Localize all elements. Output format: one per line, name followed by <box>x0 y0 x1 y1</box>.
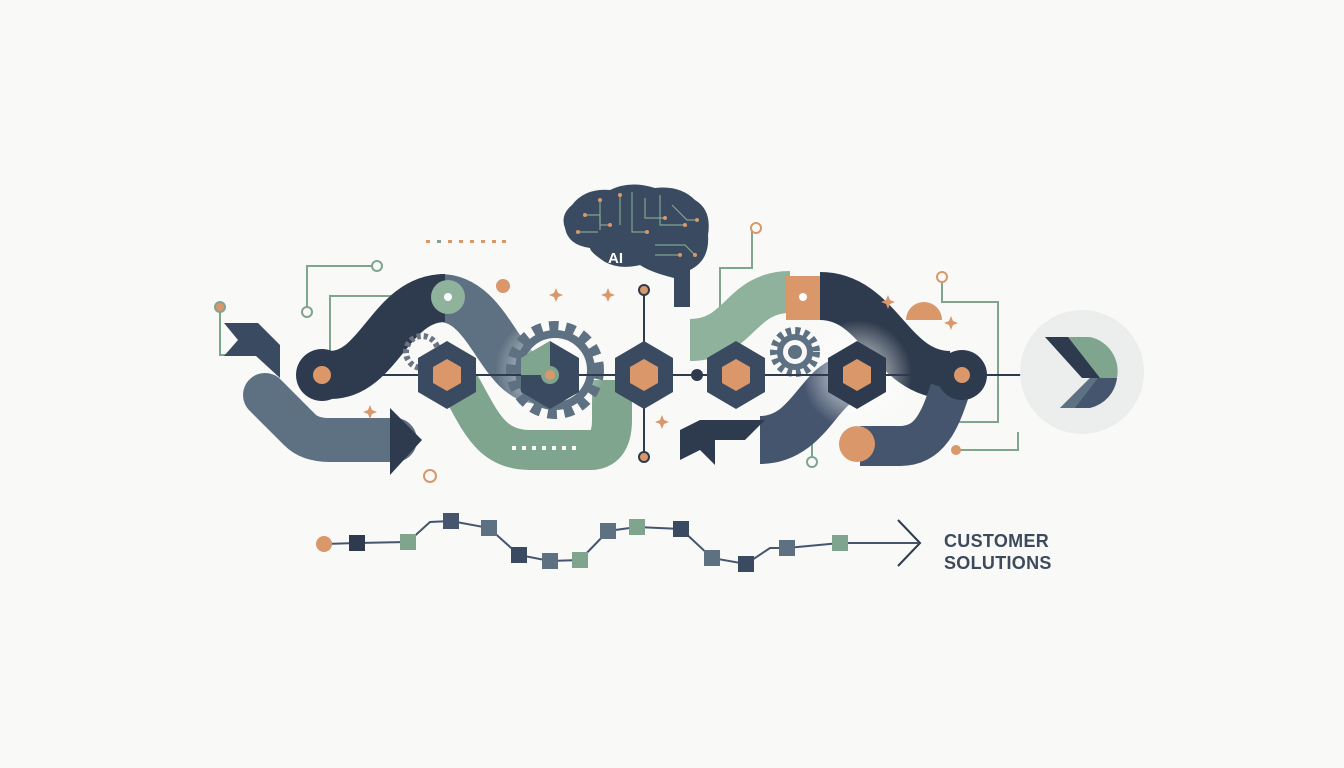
timeline-step <box>349 535 365 551</box>
flow-band-lower <box>243 373 417 462</box>
timeline-start <box>316 536 332 552</box>
circuit-node <box>301 306 313 318</box>
hexagon-node <box>418 341 476 409</box>
timeline-step <box>673 521 689 537</box>
ring-decoration <box>423 469 437 483</box>
timeline-step <box>481 520 497 536</box>
dotted-line <box>512 446 576 450</box>
arrow-head-icon <box>897 519 922 567</box>
timeline-step <box>542 553 558 569</box>
circuit-node <box>936 271 948 283</box>
timeline-step <box>443 513 459 529</box>
timeline-step <box>738 556 754 572</box>
circuit-node <box>750 222 762 234</box>
hexagon-node <box>521 341 579 409</box>
half-disc <box>906 302 942 320</box>
brain-ai-icon: AI <box>563 184 709 307</box>
timeline-path <box>323 519 918 566</box>
flow-band-green-right <box>688 271 792 361</box>
timeline-step <box>629 519 645 535</box>
timeline-steps <box>349 513 848 572</box>
timeline-step <box>832 535 848 551</box>
timeline-step <box>400 534 416 550</box>
ai-label: AI <box>608 250 623 267</box>
orange-circle <box>839 426 875 462</box>
hexagon-node <box>828 341 886 409</box>
flow-band-slate-lower <box>860 383 969 466</box>
caption-line-2: SOLUTIONS <box>944 553 1052 573</box>
hexagon-node <box>615 341 673 409</box>
caption-line-1: CUSTOMER <box>944 531 1050 551</box>
timeline-step <box>779 540 795 556</box>
hexagon-node <box>707 341 765 409</box>
chevron-shape <box>224 323 280 378</box>
arrow-shape <box>390 408 422 475</box>
caption: CUSTOMER SOLUTIONS <box>944 530 1052 574</box>
sparkle-icon <box>363 288 958 429</box>
chevron-shape <box>680 420 765 465</box>
start-node <box>313 366 331 384</box>
circuit-node <box>951 445 961 455</box>
timeline-step <box>572 552 588 568</box>
circuit-node <box>806 456 818 468</box>
flow-band-green <box>442 375 632 470</box>
circuit-node <box>214 301 226 313</box>
dotted-line <box>426 240 506 243</box>
dot-decoration <box>496 279 510 293</box>
timeline-step <box>704 550 720 566</box>
circuit-node <box>371 260 383 272</box>
timeline-step <box>511 547 527 563</box>
gear-icon <box>770 327 820 377</box>
timeline-step <box>600 523 616 539</box>
